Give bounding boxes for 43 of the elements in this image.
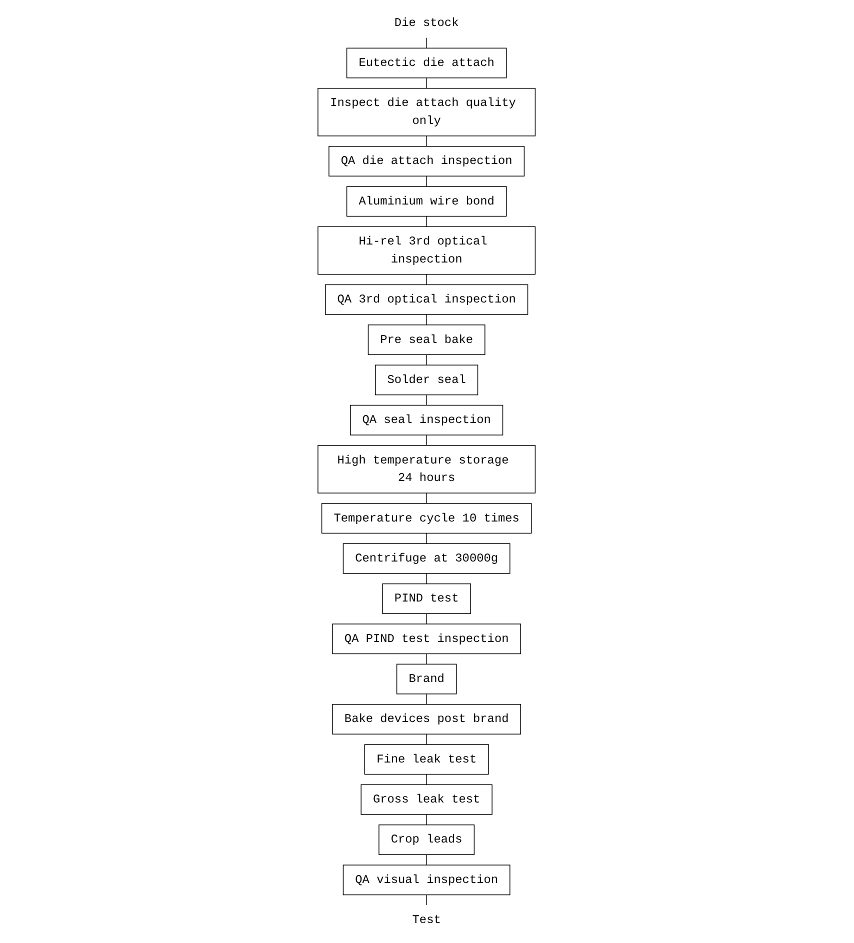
node-box: Hi-rel 3rd optical inspection xyxy=(318,226,536,275)
node-box: Inspect die attach quality only xyxy=(318,88,536,136)
node-box: Solder seal xyxy=(375,364,479,396)
node-box: QA seal inspection xyxy=(350,404,504,436)
node-box: QA die attach inspection xyxy=(329,146,525,176)
connector xyxy=(426,394,428,406)
node-box: Gross leak test xyxy=(361,784,493,815)
node-text: Test xyxy=(412,913,442,927)
node-box: Fine leak test xyxy=(364,744,490,775)
node-box: QA visual inspection xyxy=(343,864,511,896)
connector xyxy=(426,434,428,446)
node-box: Eutectic die attach xyxy=(346,48,508,78)
node-text: Die stock xyxy=(394,16,460,30)
connector xyxy=(426,613,428,624)
connector xyxy=(426,532,428,544)
connector xyxy=(426,136,428,147)
node-box: Centrifuge at 30000g xyxy=(343,543,511,574)
connector xyxy=(426,894,428,906)
connector xyxy=(426,77,428,89)
connector xyxy=(426,572,428,584)
connector xyxy=(426,694,428,705)
node-box: Aluminium wire bond xyxy=(346,186,508,217)
connector xyxy=(426,814,428,826)
node-box: Pre seal bake xyxy=(368,324,486,356)
connector xyxy=(426,774,428,786)
node-box: Temperature cycle 10 times xyxy=(322,503,532,534)
node-box: Crop leads xyxy=(379,824,475,856)
connector xyxy=(426,216,428,228)
connector xyxy=(426,314,428,326)
connector xyxy=(426,653,428,665)
connector xyxy=(426,37,428,49)
connector xyxy=(426,176,428,187)
node-box: High temperature storage 24 hours xyxy=(318,445,536,494)
node-box: Brand xyxy=(396,664,458,694)
node-box: PIND test xyxy=(382,583,472,614)
connector xyxy=(426,492,428,504)
node-box: Bake devices post brand xyxy=(332,704,522,734)
connector xyxy=(426,354,428,366)
connector xyxy=(426,274,428,286)
node-box: QA 3rd optical inspection xyxy=(325,284,529,315)
node-box: QA PIND test inspection xyxy=(332,624,522,654)
connector xyxy=(426,854,428,866)
connector xyxy=(426,734,428,745)
